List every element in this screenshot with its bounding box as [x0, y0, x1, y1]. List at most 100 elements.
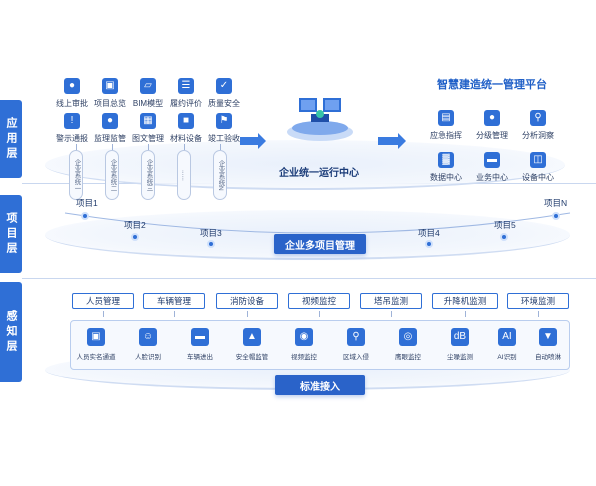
sensor-label: 鹰眼监控	[395, 354, 421, 361]
project-label: 项目3	[200, 228, 222, 238]
bar-chart-icon: ▓	[438, 152, 454, 168]
decibel-icon: dB	[451, 328, 469, 346]
app-item-project-overview[interactable]: ▣ 项目总览	[84, 78, 136, 109]
system-arrow	[148, 144, 149, 150]
person-icon: ●	[64, 78, 80, 94]
category-fire[interactable]: 消防设备	[216, 293, 278, 309]
app-item-label: 履约评价	[170, 99, 202, 108]
list-icon: ☰	[178, 78, 194, 94]
operation-center-illustration	[287, 98, 353, 141]
project-label: 项目N	[544, 198, 568, 208]
project-dot[interactable]	[207, 240, 215, 248]
app-item-acceptance[interactable]: ⚑ 竣工验收	[198, 113, 250, 144]
app-item-label: 图文管理	[132, 134, 164, 143]
category-vehicle[interactable]: 车辆管理	[143, 293, 205, 309]
arrow-to-platform	[378, 133, 406, 149]
layer-tab-project: 项目层	[0, 195, 22, 273]
app-item-label: 质量安全	[208, 99, 240, 108]
system-pill: 企业系统一	[69, 150, 83, 200]
app-item-label: 警示通报	[56, 134, 88, 143]
project-dot[interactable]	[131, 233, 139, 241]
category-personnel[interactable]: 人员管理	[72, 293, 134, 309]
sensor-label: 车辆进出	[187, 354, 213, 361]
layer-tab-perception: 感知层	[0, 282, 22, 382]
platform-item-device-center[interactable]: ◫ 设备中心	[512, 152, 564, 183]
sensor-label: AI识别	[497, 354, 517, 361]
system-arrow	[112, 144, 113, 150]
app-item-bim-model[interactable]: ▱ BIM模型	[122, 78, 174, 109]
sensor-sprinkler[interactable]: ▼ 自动喷淋	[519, 328, 577, 361]
system-arrow	[76, 144, 77, 150]
location-icon: ⚲	[347, 328, 365, 346]
sensor-label: 人员实名通道	[76, 354, 116, 361]
app-item-materials[interactable]: ■ 材料设备	[160, 113, 212, 144]
sensor-ai[interactable]: AI AI识别	[478, 328, 536, 361]
app-item-online-approval[interactable]: ● 线上审批	[46, 78, 98, 109]
app-item-label: 竣工验收	[208, 134, 240, 143]
multi-project-button[interactable]: 企业多项目管理	[274, 234, 366, 254]
connector	[538, 311, 539, 317]
category-elevator[interactable]: 升降机监测	[432, 293, 498, 309]
platform-item-hierarchy[interactable]: ● 分级管理	[466, 110, 518, 141]
sensor-video[interactable]: ◉ 视频监控	[275, 328, 333, 361]
face-scan-icon: ☺	[139, 328, 157, 346]
application-base-ellipse	[45, 140, 565, 190]
connector	[465, 311, 466, 317]
platform-item-emergency[interactable]: ▤ 应急指挥	[420, 110, 472, 141]
platform-item-data-center[interactable]: ▓ 数据中心	[420, 152, 472, 183]
app-item-warning[interactable]: ! 警示通报	[46, 113, 98, 144]
sensor-label: 区域入侵	[343, 354, 369, 361]
project-dot[interactable]	[500, 233, 508, 241]
shield-check-icon: ✓	[216, 78, 232, 94]
platform-item-label: 分析洞察	[522, 131, 554, 140]
platform-item-analysis[interactable]: ⚲ 分析洞察	[512, 110, 564, 141]
category-video[interactable]: 视频监控	[288, 293, 350, 309]
app-item-label: 监理监管	[94, 134, 126, 143]
cube-icon: ▱	[140, 78, 156, 94]
doc-icon: ▤	[438, 110, 454, 126]
project-dot[interactable]	[81, 212, 89, 220]
system-arrow	[220, 144, 221, 150]
project-dot[interactable]	[552, 212, 560, 220]
sensor-helmet[interactable]: ▲ 安全帽监管	[223, 328, 281, 361]
connector	[247, 311, 248, 317]
sensor-vehicle[interactable]: ▬ 车辆进出	[171, 328, 229, 361]
id-card-icon: ▣	[87, 328, 105, 346]
camera-icon: ◉	[295, 328, 313, 346]
system-pill: 企业系统N	[213, 150, 227, 200]
search-doc-icon: ⚲	[530, 110, 546, 126]
monitor-icon: ▣	[102, 78, 118, 94]
sensor-intrusion[interactable]: ⚲ 区域入侵	[327, 328, 385, 361]
sensor-face[interactable]: ☺ 人脸识别	[119, 328, 177, 361]
app-item-performance[interactable]: ☰ 履约评价	[160, 78, 212, 109]
platform-title: 智慧建造统一管理平台	[437, 79, 547, 91]
center-title: 企业统一运行中心	[279, 168, 359, 179]
box-icon: ■	[178, 113, 194, 129]
app-item-label: 线上审批	[56, 99, 88, 108]
project-label: 项目1	[76, 198, 98, 208]
platform-item-label: 分级管理	[476, 131, 508, 140]
platform-item-label: 应急指挥	[430, 131, 462, 140]
person-alert-icon: !	[64, 113, 80, 129]
sensor-eagle-eye[interactable]: ◎ 鹰眼监控	[379, 328, 437, 361]
platform-item-label: 数据中心	[430, 173, 462, 182]
helmet-icon: ▲	[243, 328, 261, 346]
app-item-quality-safety[interactable]: ✓ 质量安全	[198, 78, 250, 109]
image-icon: ▦	[140, 113, 156, 129]
platform-item-business-center[interactable]: ▬ 业务中心	[466, 152, 518, 183]
sensor-dust-noise[interactable]: dB 尘噪监测	[431, 328, 489, 361]
platform-item-label: 业务中心	[476, 173, 508, 182]
flag-icon: ⚑	[216, 113, 232, 129]
sprinkler-icon: ▼	[539, 328, 557, 346]
category-environment[interactable]: 环境监测	[507, 293, 569, 309]
system-pill: 企业系统三	[141, 150, 155, 200]
project-dot[interactable]	[425, 240, 433, 248]
app-item-image-management[interactable]: ▦ 图文管理	[122, 113, 174, 144]
category-tower-crane[interactable]: 塔吊监测	[360, 293, 422, 309]
sensor-id-channel[interactable]: ▣ 人员实名通道	[67, 328, 125, 361]
app-item-supervision[interactable]: ● 监理监管	[84, 113, 136, 144]
connector	[391, 311, 392, 317]
standard-access-button[interactable]: 标准接入	[275, 375, 365, 395]
project-label: 项目5	[494, 220, 516, 230]
project-label: 项目2	[124, 220, 146, 230]
